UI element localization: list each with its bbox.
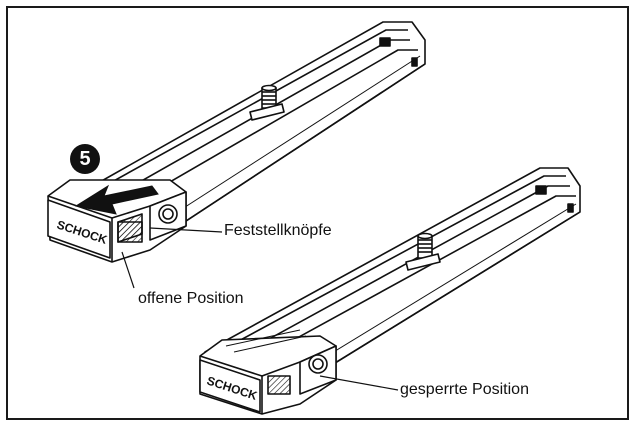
label-open-position: offene Position <box>138 290 244 307</box>
label-locking-buttons: Feststellknöpfe <box>224 222 332 239</box>
step-number-badge: 5 <box>70 144 100 174</box>
slide-direction-arrow <box>74 184 159 215</box>
leader-lines <box>121 227 399 391</box>
label-locked-position: gesperrte Position <box>400 381 529 398</box>
rail-upper <box>47 21 426 263</box>
rail-lower <box>199 167 581 415</box>
